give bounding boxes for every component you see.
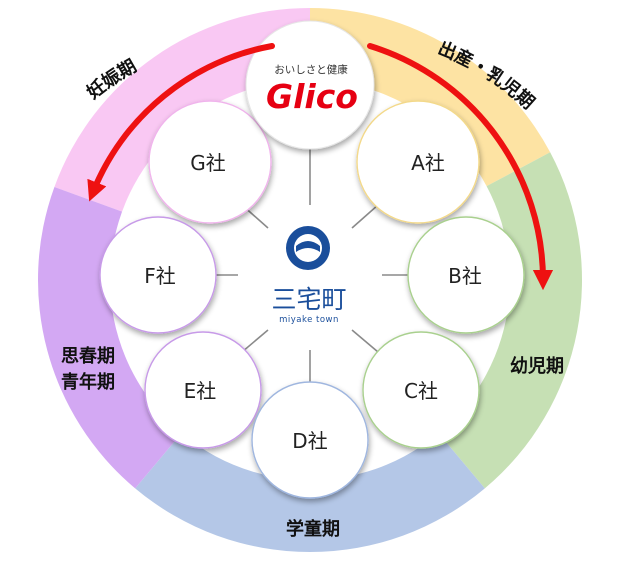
company-circle-b: B社 bbox=[407, 216, 525, 334]
stage-label-early-childhood: 幼児期 bbox=[510, 355, 564, 377]
glico-circle: おいしさと健康 Glico bbox=[245, 20, 375, 150]
company-label-f: F社 bbox=[144, 264, 176, 288]
company-circle-c: C社 bbox=[362, 331, 480, 449]
stage-label-adolescence-2: 青年期 bbox=[61, 371, 115, 393]
connector-lines bbox=[212, 125, 408, 385]
miyake-town-logo: 三宅町 miyake town bbox=[271, 226, 347, 325]
town-romaji: miyake town bbox=[279, 315, 339, 325]
arrow-right-icon bbox=[367, 43, 554, 291]
glico-tagline: おいしさと健康 bbox=[274, 63, 348, 76]
company-circle-d: D社 bbox=[251, 381, 369, 499]
town-name: 三宅町 bbox=[271, 285, 346, 314]
ring-segment-birth-infant bbox=[310, 8, 551, 188]
stage-label-school-age: 学童期 bbox=[286, 518, 340, 540]
arrow-left-icon bbox=[87, 43, 275, 202]
connector-c bbox=[351, 329, 379, 353]
connector-e bbox=[241, 329, 269, 353]
stage-label-adolescence-1: 思春期 bbox=[61, 345, 115, 367]
connector-a bbox=[351, 204, 379, 229]
glico-logo-text: Glico bbox=[266, 77, 358, 116]
company-label-a: A社 bbox=[411, 151, 445, 175]
company-circle-a: A社 bbox=[356, 100, 480, 224]
stage-ring bbox=[37, 8, 582, 553]
company-label-c: C社 bbox=[404, 379, 438, 403]
ring-segment-adolescence bbox=[37, 186, 185, 489]
company-label-d: D社 bbox=[292, 429, 327, 453]
company-circle-f: F社 bbox=[99, 216, 217, 334]
company-label-e: E社 bbox=[184, 379, 217, 403]
company-circle-e: E社 bbox=[144, 331, 262, 449]
company-label-b: B社 bbox=[448, 264, 482, 288]
company-label-g: G社 bbox=[190, 151, 226, 175]
company-circle-g: G社 bbox=[148, 100, 272, 224]
